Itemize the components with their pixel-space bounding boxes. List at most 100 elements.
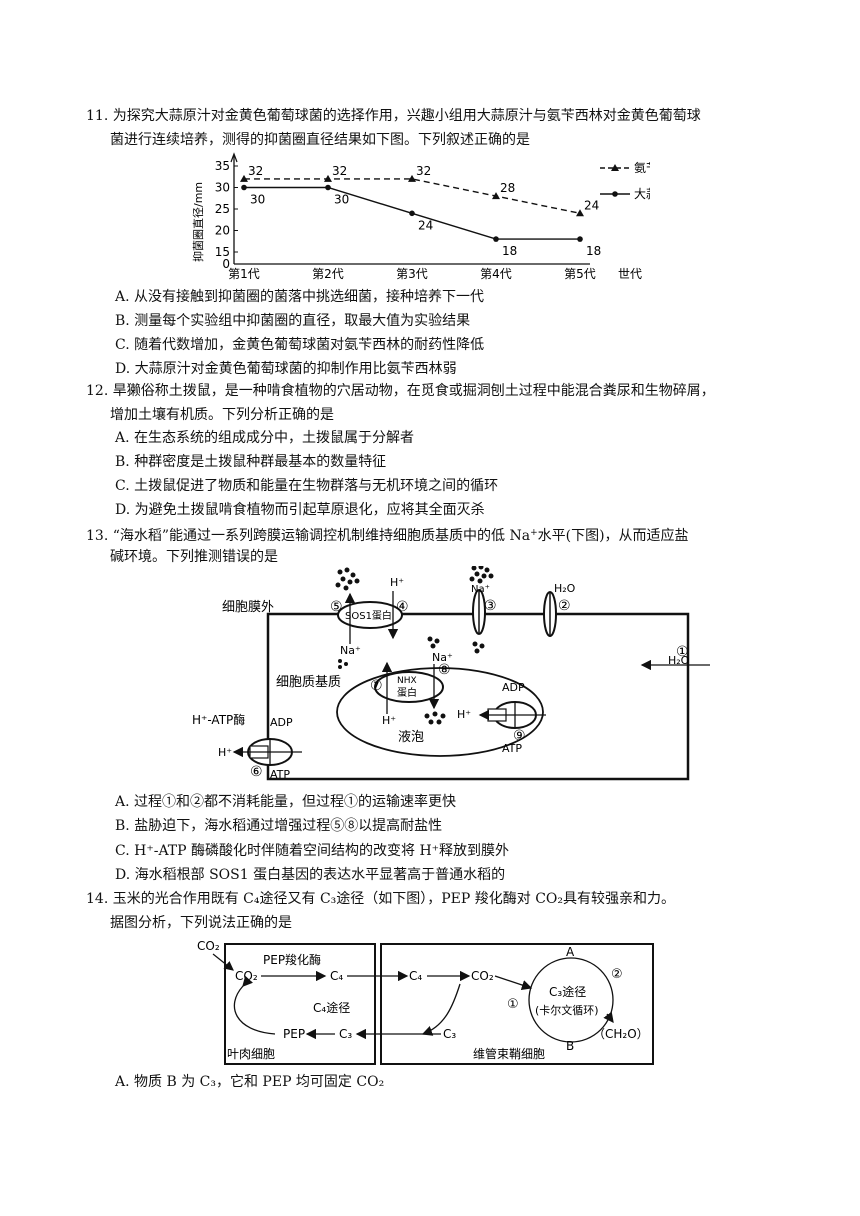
legend-marker — [611, 164, 619, 171]
point-ampicillin — [324, 174, 332, 182]
outside-label: 细胞膜外 — [222, 600, 274, 615]
adp-label-vac: ADP — [502, 681, 525, 694]
q14-stem-line1: 14. 玉米的光合作用既有 C₄途径又有 C₃途径（如下图），PEP 羧化酶对 … — [86, 891, 676, 907]
data-label: 32 — [416, 164, 431, 178]
data-label: 24 — [418, 218, 433, 232]
q11-option-a: A. 从没有接触到抑菌圈的菌落中挑选细菌，接种培养下一代 — [115, 289, 485, 305]
q11-stem-line1: 11. 为探究大蒜原汁对金黄色葡萄球菌的选择作用，兴趣小组用大蒜原汁与氨苄西林对… — [86, 108, 701, 124]
water-label-right: H₂O — [668, 654, 690, 667]
point-garlic — [241, 184, 247, 191]
q13-option-c: C. H⁺-ATP 酶磷酸化时伴随着空间结构的改变将 H⁺释放到膜外 — [115, 843, 510, 859]
na-label-left: Na⁺ — [340, 644, 361, 657]
adp-label-membrane: ADP — [270, 716, 293, 729]
c3-bundle: C₃ — [443, 1027, 456, 1041]
ch2o-label: （CH₂O） — [593, 1027, 649, 1041]
b-label: B — [566, 1039, 574, 1053]
q11-option-d: D. 大蒜原汁对金黄色葡萄球菌的抑制作用比氨苄西林弱 — [115, 361, 457, 377]
x-tick-label: 第4代 — [480, 267, 512, 281]
q13-stem-part2: 水平(下图)，从而适应盐 — [537, 528, 689, 544]
q11-option-c: C. 随着代数增加，金黄色葡萄球菌对氨苄西林的耐药性降低 — [115, 337, 485, 353]
point-garlic — [325, 184, 331, 191]
point-ampicillin — [492, 192, 500, 200]
sos1-protein — [337, 601, 403, 629]
data-label: 24 — [584, 198, 599, 212]
num-8: ⑧ — [438, 662, 451, 678]
data-label: 32 — [332, 164, 347, 178]
vacuole-label: 液泡 — [398, 730, 424, 745]
c3-mesophyll: C₃ — [339, 1027, 352, 1041]
data-label: 32 — [248, 164, 263, 178]
na-dots-left-inner — [338, 659, 348, 669]
data-label: 30 — [334, 193, 349, 207]
cytoplasm-label: 细胞质基质 — [276, 675, 341, 690]
num-4: ④ — [396, 599, 409, 615]
q13-stem-line2: 碱环境。下列推测错误的是 — [110, 549, 278, 565]
x-axis-label: 世代 — [618, 267, 642, 281]
h-label-vac-right: H⁺ — [457, 708, 471, 721]
h-label-top: H⁺ — [390, 576, 404, 589]
q14-stem-line2: 据图分析，下列说法正确的是 — [110, 915, 292, 931]
x-tick-label: 第2代 — [312, 267, 344, 281]
q12-option-a: A. 在生态系统的组成成分中，土拨鼠属于分解者 — [115, 430, 415, 446]
q13-stem-part1: 13. “海水稻”能通过一系列跨膜运输调控机制维持细胞质基质中的低 Na — [86, 528, 531, 544]
c4-path-label: C₄途径 — [313, 1000, 350, 1015]
calvin-cycle — [528, 957, 614, 1043]
y-axis-label: 抑菌圈直径/mm — [191, 182, 205, 262]
q13-cell-diagram: 细胞膜外 细胞质基质 SOS1蛋白 ⑤ ④ H⁺ Na⁺ ③ Na⁺ ② — [192, 566, 710, 781]
na-dots-mid — [424, 636, 446, 725]
y-tick-label: 15 — [215, 245, 230, 259]
point-garlic — [409, 210, 415, 217]
nhx-label-2: 蛋白 — [397, 686, 417, 699]
y-tick-label: 20 — [215, 224, 230, 238]
q12-option-b: B. 种群密度是土拨鼠种群最基本的数量特征 — [115, 454, 387, 470]
nhx-label-1: NHX — [397, 676, 417, 686]
na-dots-top-right — [469, 566, 494, 654]
num-3: ③ — [484, 598, 497, 614]
x-tick-label: 第1代 — [228, 267, 260, 281]
cell-membrane — [266, 612, 690, 781]
h-label-membrane: H⁺ — [218, 746, 232, 759]
point-ampicillin — [408, 174, 416, 182]
legend-marker — [612, 191, 618, 197]
y-tick-label: 25 — [215, 202, 230, 216]
q11-stem-line2: 菌进行连续培养，测得的抑菌圈直径结果如下图。下列叙述正确的是 — [110, 132, 530, 148]
num-1: ① — [676, 644, 689, 660]
q13-option-d: D. 海水稻根部 SOS1 蛋白基因的表达水平显著高于普通水稻的 — [115, 867, 506, 883]
atpase-label: H⁺-ATP酶 — [192, 712, 245, 727]
nhx-protein — [374, 671, 444, 703]
data-label: 18 — [502, 244, 517, 258]
q13-option-a: A. 过程①和②都不消耗能量，但过程①的运输速率更快 — [115, 794, 457, 810]
co2-bundle: CO₂ — [471, 969, 494, 983]
na-label-top: Na⁺ — [471, 584, 490, 595]
mesophyll-label: 叶肉细胞 — [227, 1047, 275, 1061]
y-tick-label: 0 — [222, 257, 230, 271]
pep-label: PEP — [283, 1027, 305, 1041]
point-ampicillin — [240, 174, 248, 182]
co2-outside: CO₂ — [197, 939, 220, 953]
atp-label-vac: ATP — [502, 742, 522, 755]
c4-mesophyll: C₄ — [330, 969, 343, 983]
y-tick-label: 35 — [215, 159, 230, 173]
co2-mesophyll: CO₂ — [235, 969, 258, 983]
num-6: ⑥ — [250, 764, 263, 780]
q14-c4-diagram: CO₂ CO₂ PEP羧化酶 C₄ C₄途径 PEP C₃ 叶肉细胞 C₄ CO… — [197, 939, 654, 1065]
h-label-vac: H⁺ — [382, 714, 396, 727]
series-line-ampicillin — [244, 178, 581, 214]
data-label: 28 — [500, 181, 515, 195]
calvin-label: (卡尔文循环) — [535, 1003, 599, 1017]
vacuole — [336, 667, 544, 757]
c4-bundle: C₄ — [409, 969, 422, 983]
legend-label: 大蒜原汁 — [634, 187, 650, 201]
mesophyll-cell — [224, 943, 376, 1065]
na-dots-top-left — [335, 567, 360, 591]
num-2: ② — [611, 967, 623, 982]
sos1-label: SOS1蛋白 — [345, 609, 392, 622]
bundle-label: 维管束鞘细胞 — [473, 1046, 545, 1061]
x-tick-label: 第3代 — [396, 267, 428, 281]
q11-line-chart: 015 20 25 30 35 抑菌圈直径/mm 第1代 第2代 第3代 第4代 第5代 世代 32 32… — [191, 152, 650, 281]
point-garlic — [493, 236, 499, 242]
bundle-sheath-cell — [380, 943, 654, 1065]
x-tick-label: 第5代 — [564, 267, 596, 281]
point-garlic — [577, 236, 583, 242]
